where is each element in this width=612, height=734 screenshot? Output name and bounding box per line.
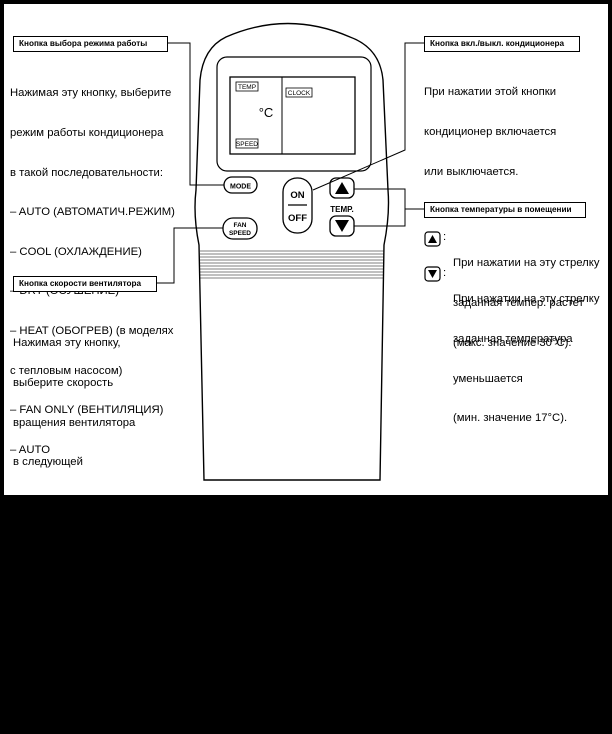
diagram-canvas: TEMP CLOCK °C SPEED MODE FAN SPEED ON OF… bbox=[4, 4, 608, 495]
legend-up-arrow-icon bbox=[428, 235, 437, 243]
lcd-temp-tag-box bbox=[235, 81, 259, 92]
temp-up-arrow-icon bbox=[335, 182, 349, 194]
mode-leader-line bbox=[166, 42, 224, 186]
lcd-clock-tag-box bbox=[285, 87, 313, 98]
temperature-up-text: При нажатии на эту стрелку заданная темп… bbox=[453, 257, 600, 349]
temp-leader-line bbox=[354, 188, 406, 227]
temp-button-label: TEMP. bbox=[330, 205, 353, 214]
lcd-speed-tag-box bbox=[235, 138, 259, 149]
mode-callout-title: Кнопка выбора режима работы bbox=[13, 36, 168, 52]
grip-ribs bbox=[200, 250, 384, 279]
fan-leader-line bbox=[155, 227, 223, 284]
temp-down-arrow-icon bbox=[335, 220, 349, 232]
lcd-degree-unit: °C bbox=[259, 105, 274, 120]
power-callout-title: Кнопка вкл./выкл. кондиционера bbox=[424, 36, 580, 52]
fan-speed-label-2: SPEED bbox=[229, 230, 251, 237]
fan-speed-label-1: FAN bbox=[234, 222, 247, 229]
off-label: OFF bbox=[288, 213, 307, 224]
mode-button-label: MODE bbox=[230, 184, 251, 191]
temperature-callout-title: Кнопка температуры в помещении bbox=[424, 202, 586, 218]
lcd-clock-tag: CLOCK bbox=[288, 90, 311, 97]
remote-drawing: TEMP CLOCK °C SPEED MODE FAN SPEED ON OF… bbox=[155, 22, 441, 481]
power-leader-line bbox=[312, 42, 424, 191]
temperature-colon-down: : bbox=[443, 267, 447, 279]
temperature-colon-up: : bbox=[443, 231, 447, 243]
temperature-down-text: При нажатии на эту стрелку заданная темп… bbox=[453, 293, 600, 425]
fan-callout-text: Нажимая эту кнопку, выберите скорость вр… bbox=[13, 337, 136, 706]
lcd-speed-tag: SPEED bbox=[236, 141, 258, 148]
legend-down-arrow-icon bbox=[428, 270, 437, 278]
fan-callout-title: Кнопка скорости вентилятора bbox=[13, 276, 157, 292]
lcd-temp-tag: TEMP bbox=[238, 84, 256, 91]
on-label: ON bbox=[290, 190, 304, 201]
power-callout-text: При нажатии этой кнопки кондиционер вклю… bbox=[424, 86, 557, 178]
